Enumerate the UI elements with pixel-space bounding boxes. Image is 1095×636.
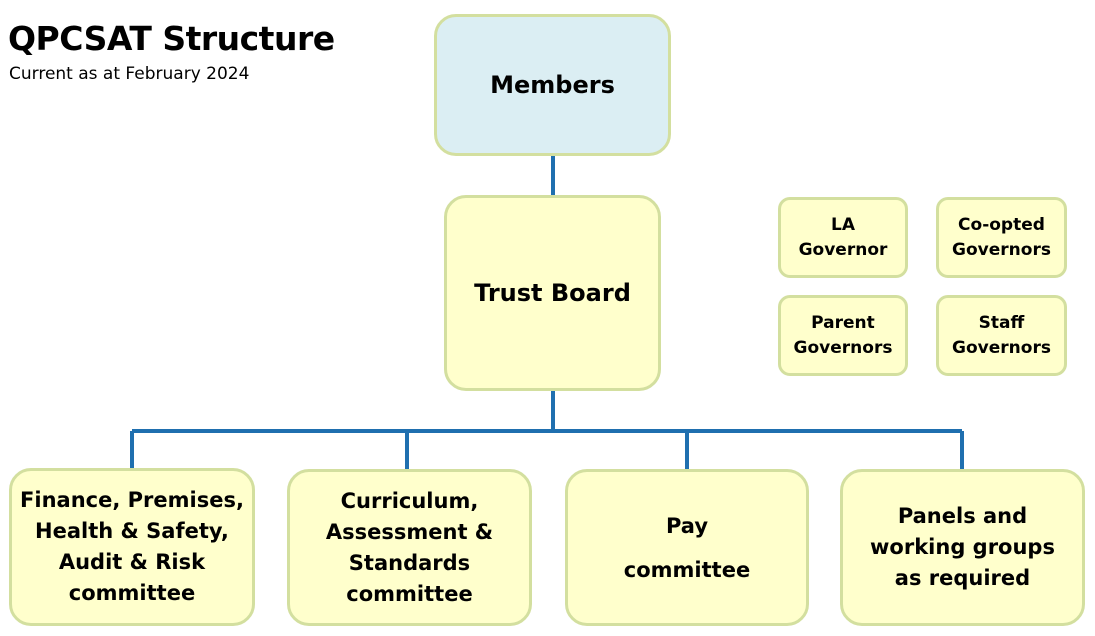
node-text-line: Panels and <box>897 504 1028 528</box>
page-subtitle: Current as at February 2024 <box>9 64 250 84</box>
node-trust-board-label: Trust Board <box>474 279 631 307</box>
node-panels-working-groups: Panels and working groups as required <box>840 469 1085 626</box>
node-text-line: Curriculum, <box>340 488 479 513</box>
node-text-line: LA <box>830 214 855 235</box>
node-text-line: Assessment & <box>325 519 494 544</box>
node-la-governor: LA Governor <box>778 197 908 278</box>
node-text-line: committee <box>346 581 473 606</box>
node-trust-board: Trust Board <box>444 195 661 391</box>
node-text-line: Staff <box>978 312 1025 333</box>
node-coopted-governors: Co-opted Governors <box>936 197 1067 278</box>
node-text-line: Governor <box>798 239 888 260</box>
node-text-line: Pay <box>665 513 709 538</box>
node-text-line: Parent <box>811 312 875 333</box>
node-text-line: Standards <box>348 550 471 575</box>
node-text-line: Finance, Premises, <box>20 488 244 512</box>
node-text-line: Audit & Risk <box>58 550 206 574</box>
node-members-label: Members <box>490 71 615 99</box>
page-title: QPCSAT Structure <box>8 19 335 58</box>
node-text-line: Governors <box>793 337 893 358</box>
node-text-line: Health & Safety, <box>35 519 229 543</box>
node-curriculum-committee: Curriculum, Assessment & Standards commi… <box>287 469 532 626</box>
node-text-line: Governors <box>952 239 1051 260</box>
node-text-line: committee <box>68 581 196 605</box>
node-parent-governors: Parent Governors <box>778 295 908 376</box>
node-text-line: as required <box>894 566 1031 590</box>
node-text-line: Co-opted <box>958 214 1045 235</box>
node-pay-committee: Pay committee <box>565 469 809 626</box>
node-text-line: Governors <box>952 337 1051 358</box>
node-members: Members <box>434 14 671 156</box>
node-text-line: committee <box>623 557 751 582</box>
node-text-line: working groups <box>870 535 1055 559</box>
node-finance-committee: Finance, Premises, Health & Safety, Audi… <box>9 468 255 626</box>
node-staff-governors: Staff Governors <box>936 295 1067 376</box>
